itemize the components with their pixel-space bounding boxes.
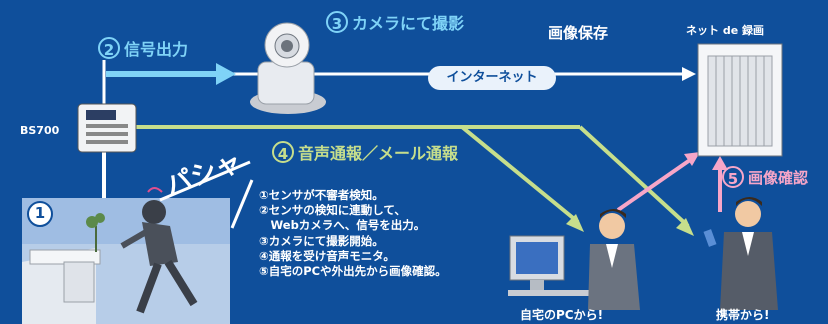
confirm-pc-line	[616, 158, 692, 212]
notify-pc-head	[566, 214, 584, 232]
step-number-4: 4	[272, 141, 294, 163]
confirm-mobile-head	[712, 156, 728, 170]
impact-mark	[230, 179, 254, 229]
home-pc-caption: 自宅のPCから!	[520, 308, 604, 322]
step-number-2: 2	[98, 37, 120, 59]
impact-mark	[159, 160, 251, 202]
step-number-1: 1	[34, 204, 46, 222]
notify-mobile-head	[676, 218, 694, 236]
device-label: BS700	[20, 124, 60, 137]
step-line: ④通報を受け音声モニタ。	[259, 248, 395, 263]
notify-label: 4 音声通報／メール通報	[272, 140, 458, 164]
signal-output-label: 2 信号出力	[98, 36, 188, 60]
notify-pc-line	[460, 125, 580, 224]
net-record-label: ネット de 録画	[686, 24, 764, 37]
confirm-label: 5 画像確認	[722, 166, 808, 188]
confirm-text: 画像確認	[748, 168, 809, 187]
bs700-device-icon	[77, 103, 137, 153]
step-line: ②センサの検知に連動して、	[259, 203, 406, 218]
mobile-user-icon	[703, 197, 778, 310]
notify-mobile-line	[578, 125, 690, 228]
step-line: ⑤自宅のPCや外出先から画像確認。	[259, 263, 447, 278]
signal-arrow-head	[216, 63, 236, 85]
signal-output-text: 信号出力	[124, 40, 189, 59]
save-image-label: 画像保存	[548, 24, 609, 42]
intruder-scene	[22, 187, 230, 324]
notify-text: 音声通報／メール通報	[298, 144, 459, 163]
internet-badge: インターネット	[428, 66, 556, 90]
camera-shoot-label: 3 カメラにて撮影	[326, 10, 464, 34]
step-line: ①センサが不審者検知。	[259, 188, 384, 202]
steps-list: ①センサが不審者検知。 ②センサの検知に連動して、 Webカメラへ、信号を出力。…	[259, 188, 447, 279]
step-number-5: 5	[722, 166, 744, 188]
network-camera-icon	[250, 22, 326, 114]
save-arrow-head	[682, 67, 696, 81]
camera-shoot-text: カメラにて撮影	[352, 14, 465, 33]
step-line: Webカメラへ、信号を出力。	[259, 218, 426, 233]
step-number-3: 3	[326, 11, 348, 33]
step-line: ③カメラにて撮影開始。	[259, 233, 384, 248]
mobile-caption: 携帯から!	[716, 308, 770, 322]
pc-user-icon	[508, 209, 640, 310]
confirm-pc-head	[684, 152, 700, 166]
recording-server-icon	[697, 43, 783, 157]
